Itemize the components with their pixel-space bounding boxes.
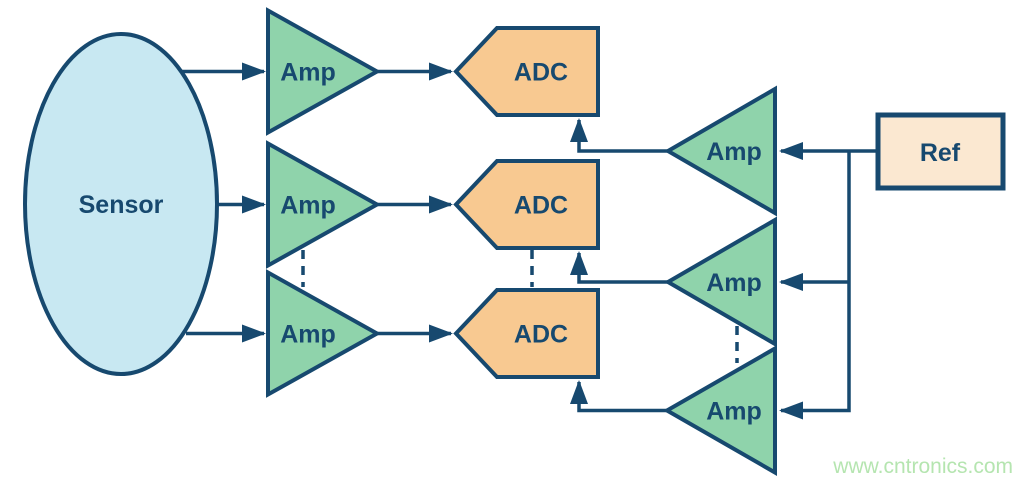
adc-1 <box>453 26 600 117</box>
sensor-label: Sensor <box>79 191 164 219</box>
signal-amp-2 <box>266 140 382 269</box>
arrow-refamp-to-adc-3 <box>570 380 667 413</box>
ref-label: Ref <box>920 139 961 167</box>
sensor-ellipse <box>23 32 219 376</box>
watermark-text: www.cntronics.com <box>832 455 1013 478</box>
ref-box <box>875 112 1006 191</box>
adc-1-label: ADC <box>514 59 568 87</box>
adc-3 <box>453 288 600 379</box>
ref-amp-3 <box>662 345 777 476</box>
signal-amp-1-label: Amp <box>280 59 336 87</box>
signal-amp-3-label: Amp <box>280 321 336 349</box>
ref-amp-3-label: Amp <box>706 398 762 426</box>
signal-amp-3 <box>266 269 382 398</box>
adc-2-label: ADC <box>514 192 568 220</box>
signal-amp-1 <box>266 7 382 136</box>
ref-branch-line-to-refamp-3 <box>779 151 851 420</box>
ref-amp-1 <box>664 85 777 217</box>
ref-amp-1-label: Amp <box>706 138 762 166</box>
ref-amp-2-label: Amp <box>706 269 762 297</box>
ref-amp-2 <box>664 216 777 348</box>
arrow-refamp-to-adc-1 <box>570 118 668 153</box>
adc-2 <box>453 159 600 250</box>
adc-3-label: ADC <box>514 321 568 349</box>
signal-amp-2-label: Amp <box>280 192 336 220</box>
arrow-refamp-to-adc-2 <box>570 251 668 284</box>
